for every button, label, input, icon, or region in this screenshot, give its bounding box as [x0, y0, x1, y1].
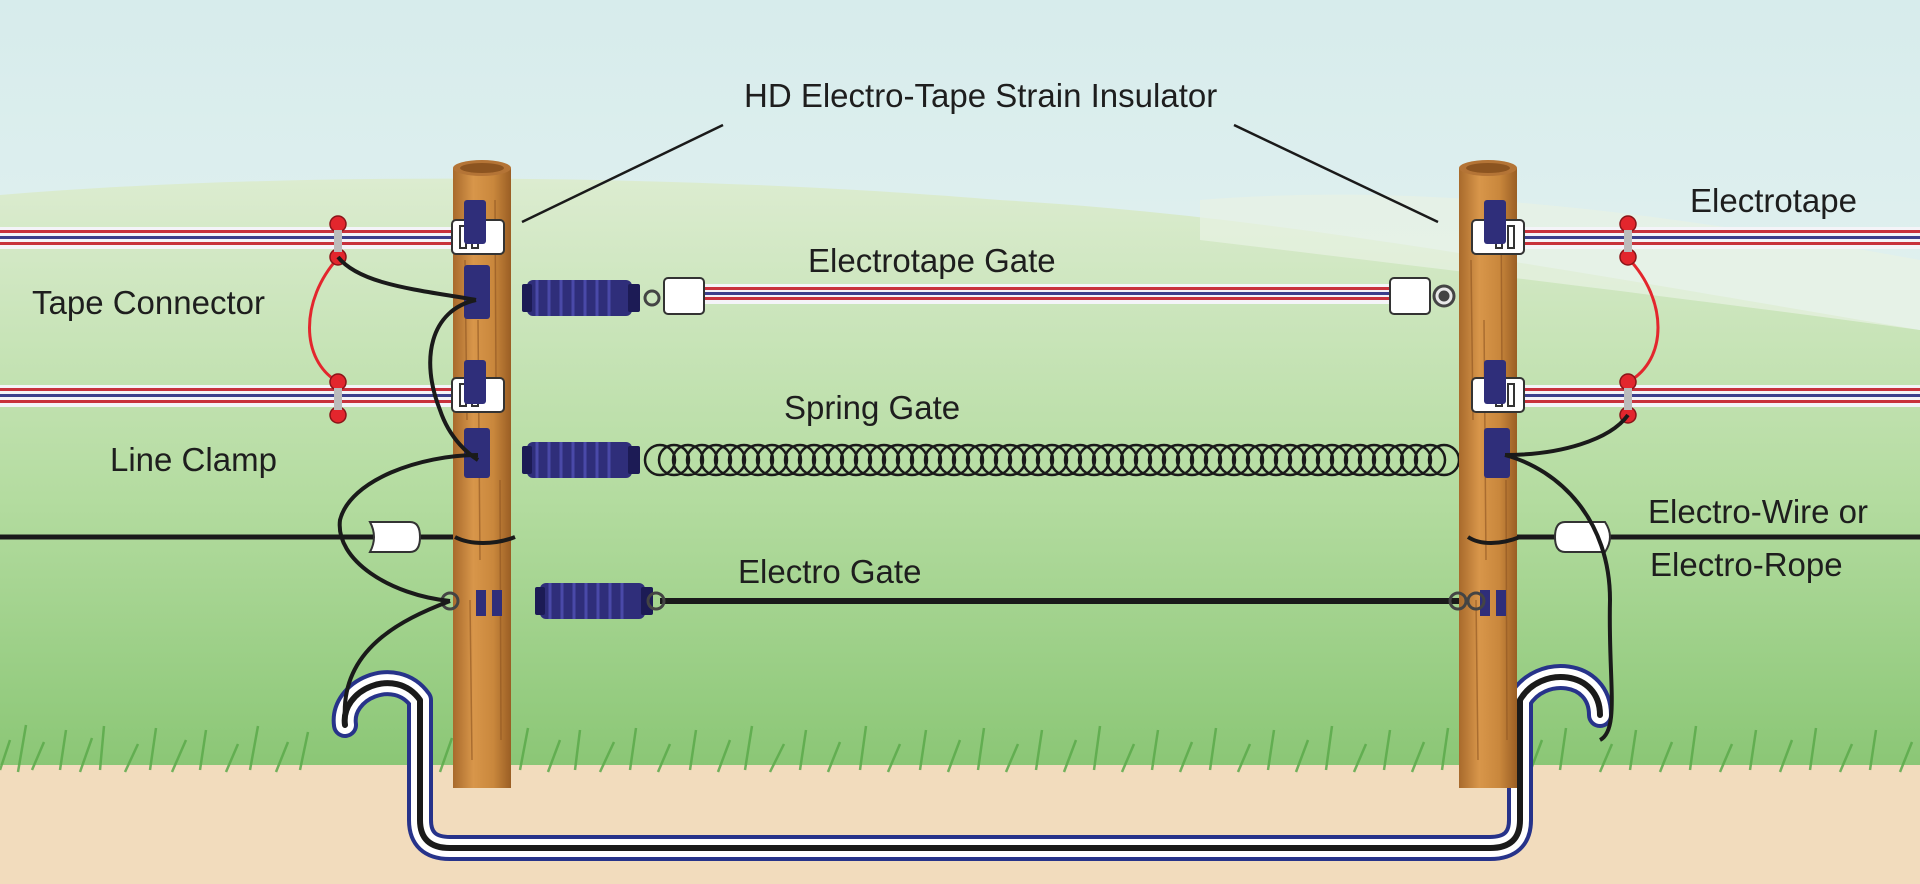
gate-handles [522, 280, 653, 619]
spring-gate-coil [643, 443, 1461, 477]
far-hill [1200, 194, 1920, 330]
label-electro-gate: Electro Gate [738, 553, 922, 590]
soil [0, 765, 1920, 884]
label-strain-insulator: HD Electro-Tape Strain Insulator [744, 77, 1218, 114]
electrotape-gate-handle [522, 280, 640, 316]
leader-lines [521, 123, 1439, 224]
electrotape-upper-left [0, 227, 460, 249]
electrotape-lower-left [0, 385, 460, 407]
label-tape-connector: Tape Connector [32, 284, 265, 321]
connection-leads [336, 255, 1630, 742]
electrotape-gate-tape [690, 284, 1410, 304]
underground-cable [331, 664, 1613, 861]
label-electro-wire-line1: Electro-Wire or [1648, 493, 1869, 530]
label-spring-gate: Spring Gate [784, 389, 961, 426]
label-line-clamp: Line Clamp [110, 441, 277, 478]
label-electrotape-gate: Electrotape Gate [808, 242, 1056, 279]
label-electro-wire-line2: Electro-Rope [1650, 546, 1843, 583]
grass-tufts [0, 724, 1914, 773]
gate-rings [440, 284, 1486, 611]
electro-gate-handle [535, 583, 653, 619]
line-clamps [368, 521, 1611, 553]
label-electrotape: Electrotape [1690, 182, 1857, 219]
electrotape-lower-right [1500, 385, 1920, 407]
spring-gate-handle [522, 442, 640, 478]
electrotape-upper-right [1500, 227, 1920, 249]
